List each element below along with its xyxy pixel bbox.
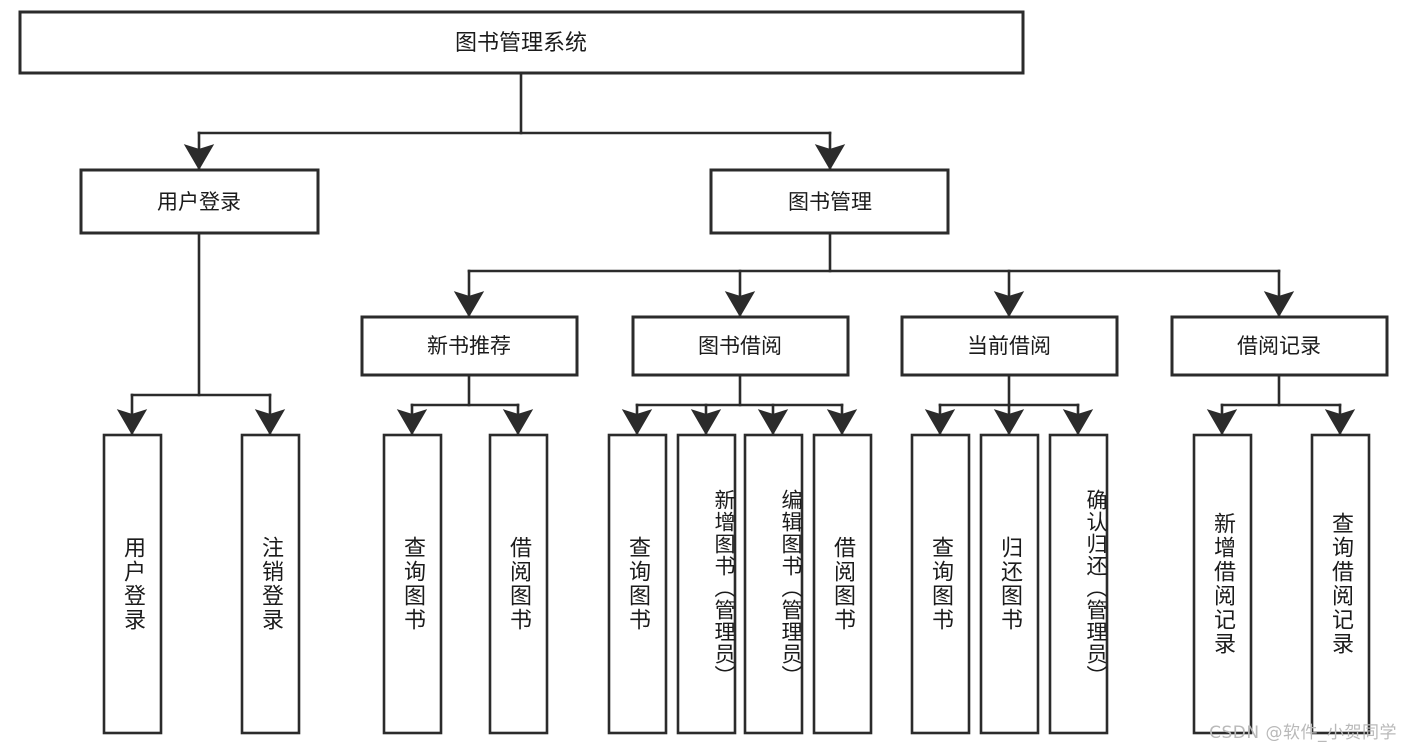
- node-new-book-recommend-label: 新书推荐: [427, 334, 511, 358]
- node-borrow-record-label: 借阅记录: [1237, 334, 1321, 358]
- node-new-book-recommend[interactable]: 新书推荐: [360, 315, 579, 377]
- leaf-logout-box[interactable]: [240, 433, 301, 735]
- leaf-add-record-box[interactable]: [1192, 433, 1253, 735]
- node-borrow-record-box[interactable]: [1170, 315, 1389, 377]
- leaf-borrow-book-1-box[interactable]: [488, 433, 549, 735]
- leaf-query-book-3-box[interactable]: [910, 433, 971, 735]
- node-user-login-box[interactable]: [79, 168, 320, 235]
- edge-group: [116, 71, 1356, 436]
- leaf-query-record-box[interactable]: [1310, 433, 1371, 735]
- leaf-box-group: [102, 433, 1371, 735]
- node-book-management-box[interactable]: [709, 168, 950, 235]
- node-book-borrow-box[interactable]: [631, 315, 850, 377]
- node-borrow-record[interactable]: 借阅记录: [1170, 315, 1389, 377]
- node-book-borrow-label: 图书借阅: [698, 334, 782, 358]
- leaf-return-book-box[interactable]: [979, 433, 1040, 735]
- leaf-query-book-2-box[interactable]: [607, 433, 668, 735]
- leaf-borrow-book-2-box[interactable]: [812, 433, 873, 735]
- leaf-edit-book-box[interactable]: [743, 433, 804, 735]
- leaf-query-book-1-box[interactable]: [382, 433, 443, 735]
- node-current-borrow[interactable]: 当前借阅: [900, 315, 1119, 377]
- node-root-box[interactable]: [18, 10, 1025, 75]
- node-user-login-label: 用户登录: [157, 190, 241, 214]
- node-user-login[interactable]: 用户登录: [79, 168, 320, 235]
- node-book-management-label: 图书管理: [788, 190, 872, 214]
- node-new-book-recommend-box[interactable]: [360, 315, 579, 377]
- csdn-watermark: CSDN @软件_小贺同学: [1209, 723, 1397, 743]
- leaf-add-book-box[interactable]: [676, 433, 737, 735]
- node-root-label: 图书管理系统: [455, 31, 587, 56]
- node-book-management[interactable]: 图书管理: [709, 168, 950, 235]
- node-current-borrow-label: 当前借阅: [967, 334, 1051, 358]
- node-root[interactable]: 图书管理系统: [18, 10, 1025, 75]
- leaf-confirm-return-box[interactable]: [1048, 433, 1109, 735]
- node-current-borrow-box[interactable]: [900, 315, 1119, 377]
- node-book-borrow[interactable]: 图书借阅: [631, 315, 850, 377]
- leaf-user-login-box[interactable]: [102, 433, 163, 735]
